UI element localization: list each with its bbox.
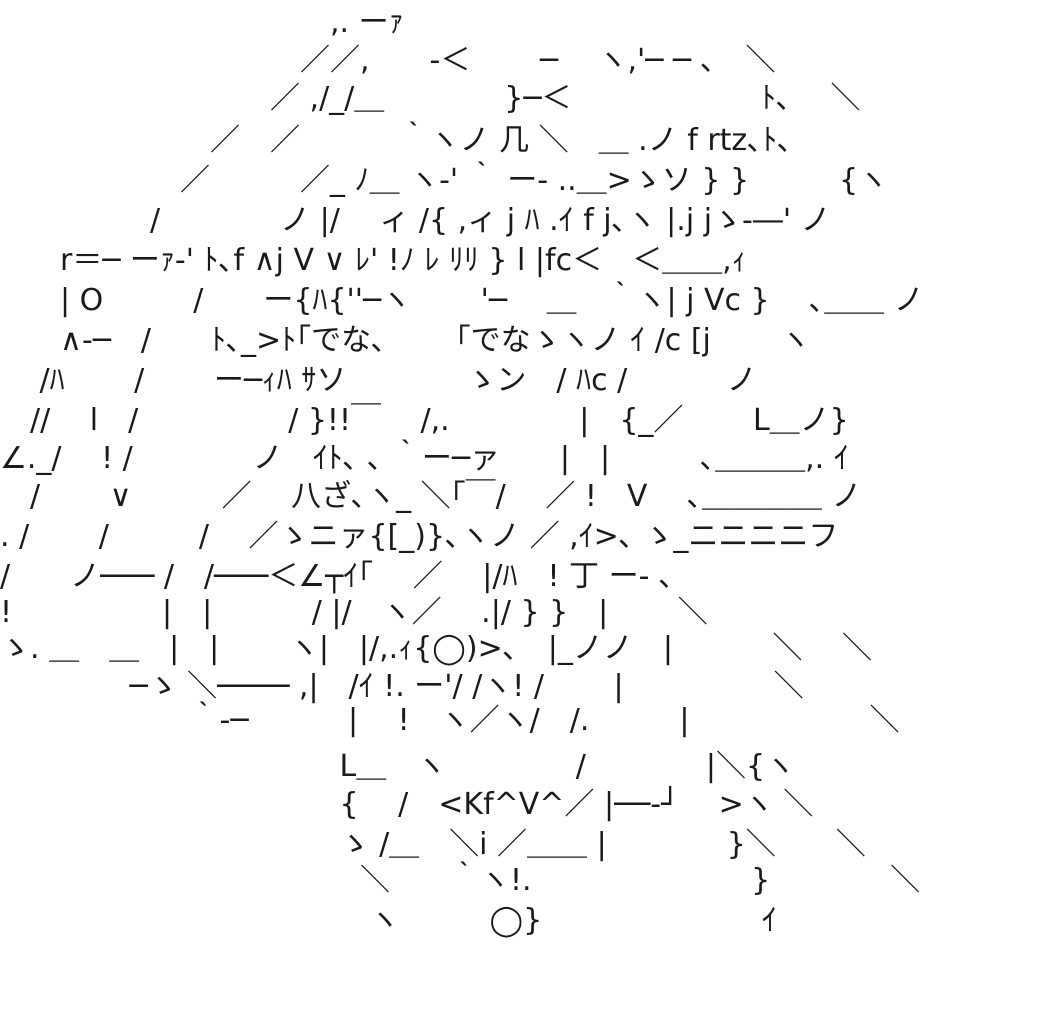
art-line: // l / / }!!￣ /,. | {_／ L＿ノ} [0, 403, 849, 438]
art-line: ─ゝ ＼──── ,| /ｲ !. ー'/ /ヽ! / | ＼ [0, 669, 804, 704]
art-line: | O / ー{ﾊ{''─ヽ '─ ＿ ｀ヽ| j Vc } ､＿＿ ノ [0, 283, 924, 318]
art-line: L＿ ヽ / |＼{ヽ [0, 749, 796, 784]
art-line: ! | | / |/ ヽ／ .|/ } } | ＼ [0, 595, 708, 630]
art-line: / ノ─── / /───＜∠┬ｲ｢ ／ |/ﾊ ! 丁 ー- ､ [0, 559, 674, 594]
art-line: . / / / ／ゝニァ{[_)}､ヽノ ／ ,ｲ>､ ゝ_ニニニニフ [0, 519, 839, 554]
art-line: ＼ ｀ヽ!. } ＼ [0, 863, 921, 898]
art-line: ∧-─ / ﾄ､_>ﾄ｢でな､ ｢でなゝヽノ ｲ /c [j ヽ [0, 323, 811, 358]
art-line: /ﾊ / ー─ｨﾊ ｻソ ゝン / ﾊc / ノ [0, 363, 757, 398]
art-line: r＝─ ーｧ-' ﾄ､f ∧j V ∨ ﾚ' !ﾉ ﾚ ﾘﾘ } l |fc＜ … [0, 243, 747, 278]
art-line: ／ ,/_/＿ }─＜ ﾄ､ ＼ [0, 81, 861, 116]
art-line: ヽ ◯} ｲ [0, 903, 777, 938]
art-line: / ∨ ／ 八ざ､ヽ_ ＼｢￣/ ／ ! V ､＿＿＿＿ ノ [0, 479, 862, 514]
art-line: / ノ |/ ィ /{ ,ィ j ﾊ .ｲ f j､ヽ |.j jゝ-―' ノ [0, 203, 831, 238]
art-line: { / <Kf^V^／ |──-┘ >ヽ ＼ [0, 787, 814, 822]
art-line: ∠._/ ! / ノ ｲﾄ､ ､ ｀ー─ァ | | ､＿＿＿,. ｲ [0, 441, 849, 476]
art-line: ／／, -＜ ─ ヽ,'─ ─ ､ ＼ [0, 43, 776, 78]
art-line: ゝ. ＿ ＿ | | ヽ| |/,.ｨ{◯)>､ |_ノノ | ＼ ＼ [0, 631, 873, 666]
art-line: ／ ／ ｀ヽノ 几 ＼ ＿ .ノ f rtz､ﾄ､ [0, 123, 793, 158]
art-line: ,. ーｧ [0, 5, 404, 40]
art-line: ゝ /＿ ＼i ／＿＿ | }＼ ＼ [0, 827, 866, 862]
art-line: ／ ／_ ﾉ＿ ヽ-' ｀ ー- ..＿>ゝソ } } {ヽ [0, 163, 889, 198]
art-line: ｀-─ | ! ヽ／ヽ/ /. | ＼ [0, 703, 900, 738]
